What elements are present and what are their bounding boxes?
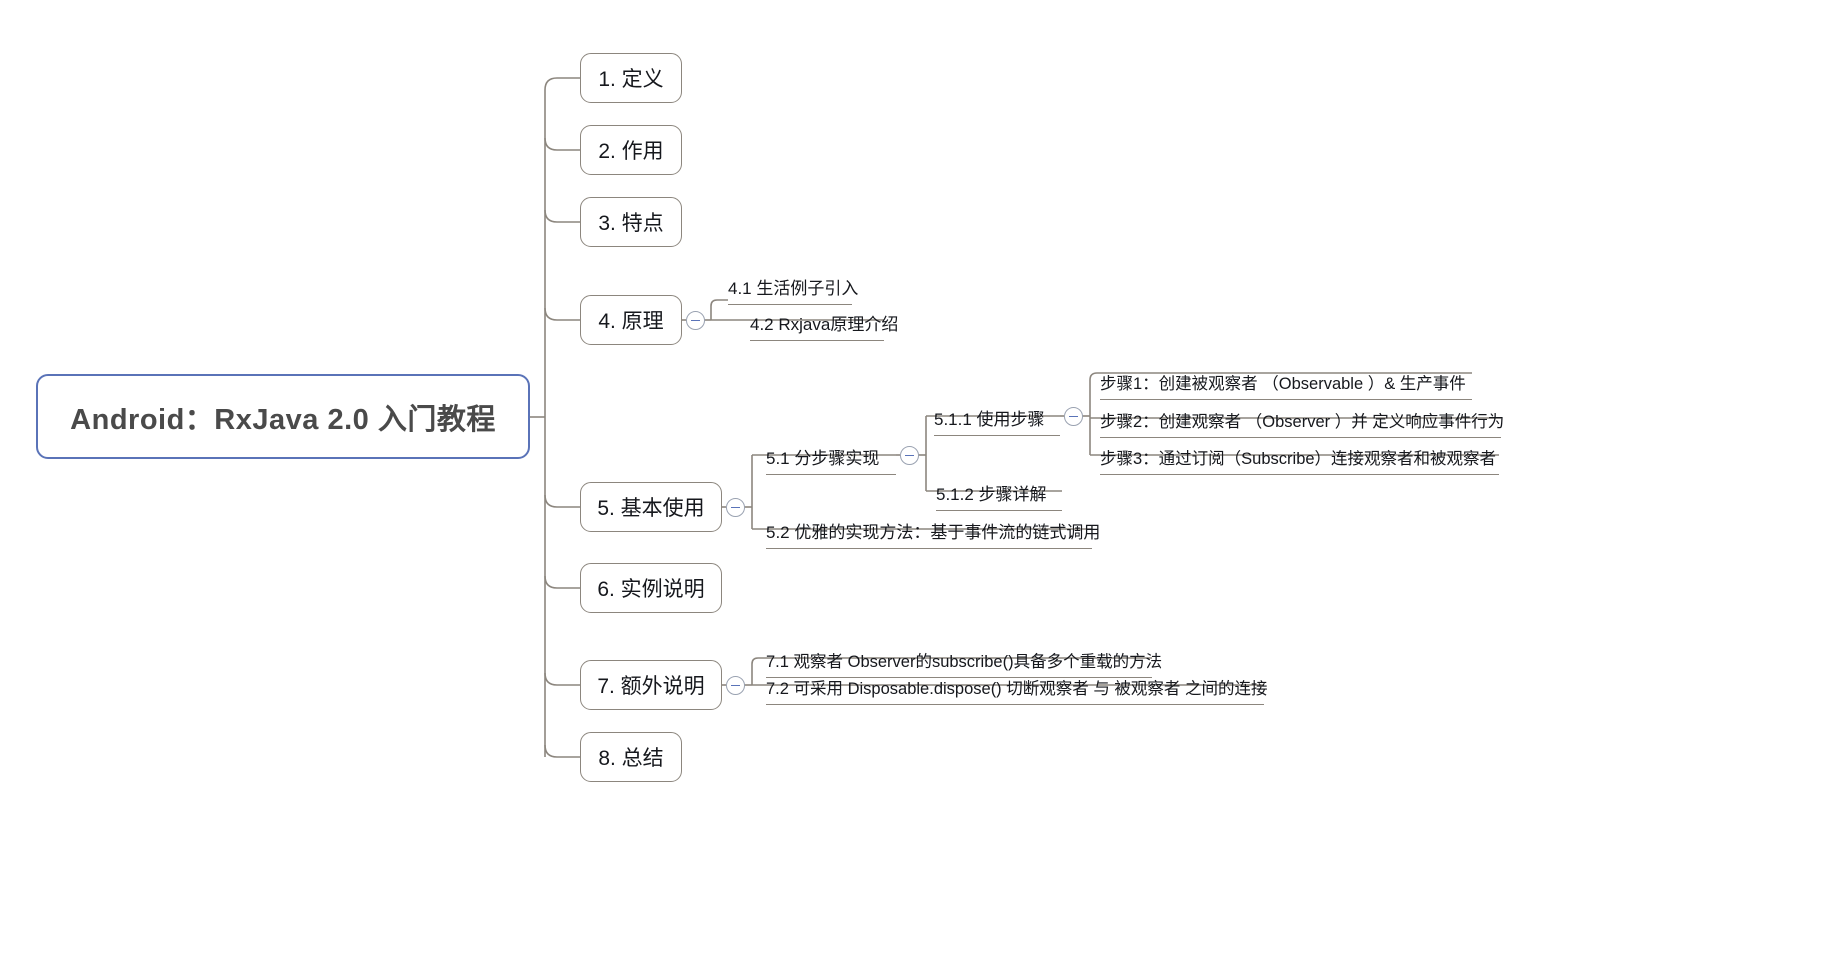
- node-step-3-subscribe[interactable]: 步骤3：通过订阅（Subscribe）连接观察者和被观察者: [1100, 441, 1499, 475]
- node-3-features-label: 3. 特点: [598, 212, 664, 235]
- node-7-extra-notes-label: 7. 额外说明: [597, 675, 705, 698]
- node-4-principle-label: 4. 原理: [598, 310, 664, 333]
- node-5-1-1-usage-steps[interactable]: 5.1.1 使用步骤: [934, 402, 1060, 436]
- node-3-features[interactable]: 3. 特点: [580, 197, 682, 247]
- node-1-definition-label: 1. 定义: [598, 68, 664, 91]
- node-6-examples-label: 6. 实例说明: [597, 578, 705, 601]
- node-4-2-rxjava-principle[interactable]: 4.2 Rxjava原理介绍: [750, 307, 898, 341]
- node-5-1-1-usage-steps-label: 5.1.1 使用步骤: [934, 410, 1045, 429]
- node-4-1-life-example-label: 4.1 生活例子引入: [728, 279, 859, 298]
- toggle-section-5-1-collapse-icon[interactable]: [900, 446, 919, 465]
- node-step-2-create-observer[interactable]: 步骤2：创建观察者 （Observer ）并 定义响应事件行为: [1100, 404, 1505, 438]
- node-7-2-disposable-dispose-label: 7.2 可采用 Disposable.dispose() 切断观察者 与 被观察…: [766, 680, 1268, 698]
- node-5-1-2-step-details-label: 5.1.2 步骤详解: [936, 485, 1047, 504]
- node-5-1-step-by-step[interactable]: 5.1 分步骤实现: [766, 441, 896, 475]
- toggle-section-5-collapse-icon[interactable]: [726, 498, 745, 517]
- node-5-basic-usage[interactable]: 5. 基本使用: [580, 482, 722, 532]
- node-4-2-rxjava-principle-label: 4.2 Rxjava原理介绍: [750, 315, 899, 334]
- node-step-1-create-observable-label: 步骤1：创建被观察者 （Observable ）& 生产事件: [1100, 375, 1466, 393]
- node-5-1-step-by-step-label: 5.1 分步骤实现: [766, 449, 880, 468]
- node-7-1-observer-subscribe-overloads-label: 7.1 观察者 Observer的subscribe()具备多个重载的方法: [766, 653, 1163, 671]
- node-7-1-observer-subscribe-overloads[interactable]: 7.1 观察者 Observer的subscribe()具备多个重载的方法: [766, 644, 1162, 678]
- node-6-examples[interactable]: 6. 实例说明: [580, 563, 722, 613]
- toggle-section-7-collapse-icon[interactable]: [726, 676, 745, 695]
- node-8-summary-label: 8. 总结: [598, 747, 664, 770]
- toggle-section-4-collapse-icon[interactable]: [686, 311, 705, 330]
- node-4-1-life-example[interactable]: 4.1 生活例子引入: [728, 271, 858, 305]
- root-node[interactable]: Android：RxJava 2.0 入门教程: [36, 374, 530, 459]
- root-node-label: Android：RxJava 2.0 入门教程: [70, 403, 496, 436]
- node-7-2-disposable-dispose[interactable]: 7.2 可采用 Disposable.dispose() 切断观察者 与 被观察…: [766, 671, 1268, 705]
- node-7-extra-notes[interactable]: 7. 额外说明: [580, 660, 722, 710]
- node-5-2-elegant-chaining[interactable]: 5.2 优雅的实现方法：基于事件流的链式调用: [766, 515, 1100, 549]
- node-5-2-elegant-chaining-label: 5.2 优雅的实现方法：基于事件流的链式调用: [766, 523, 1101, 542]
- node-step-1-create-observable[interactable]: 步骤1：创建被观察者 （Observable ）& 生产事件: [1100, 366, 1472, 400]
- node-step-2-create-observer-label: 步骤2：创建观察者 （Observer ）并 定义响应事件行为: [1100, 413, 1505, 431]
- node-5-1-2-step-details[interactable]: 5.1.2 步骤详解: [936, 477, 1062, 511]
- node-2-purpose-label: 2. 作用: [598, 140, 664, 163]
- node-8-summary[interactable]: 8. 总结: [580, 732, 682, 782]
- toggle-section-5-1-1-collapse-icon[interactable]: [1064, 407, 1083, 426]
- node-2-purpose[interactable]: 2. 作用: [580, 125, 682, 175]
- node-4-principle[interactable]: 4. 原理: [580, 295, 682, 345]
- node-1-definition[interactable]: 1. 定义: [580, 53, 682, 103]
- node-step-3-subscribe-label: 步骤3：通过订阅（Subscribe）连接观察者和被观察者: [1100, 450, 1497, 468]
- node-5-basic-usage-label: 5. 基本使用: [597, 497, 705, 520]
